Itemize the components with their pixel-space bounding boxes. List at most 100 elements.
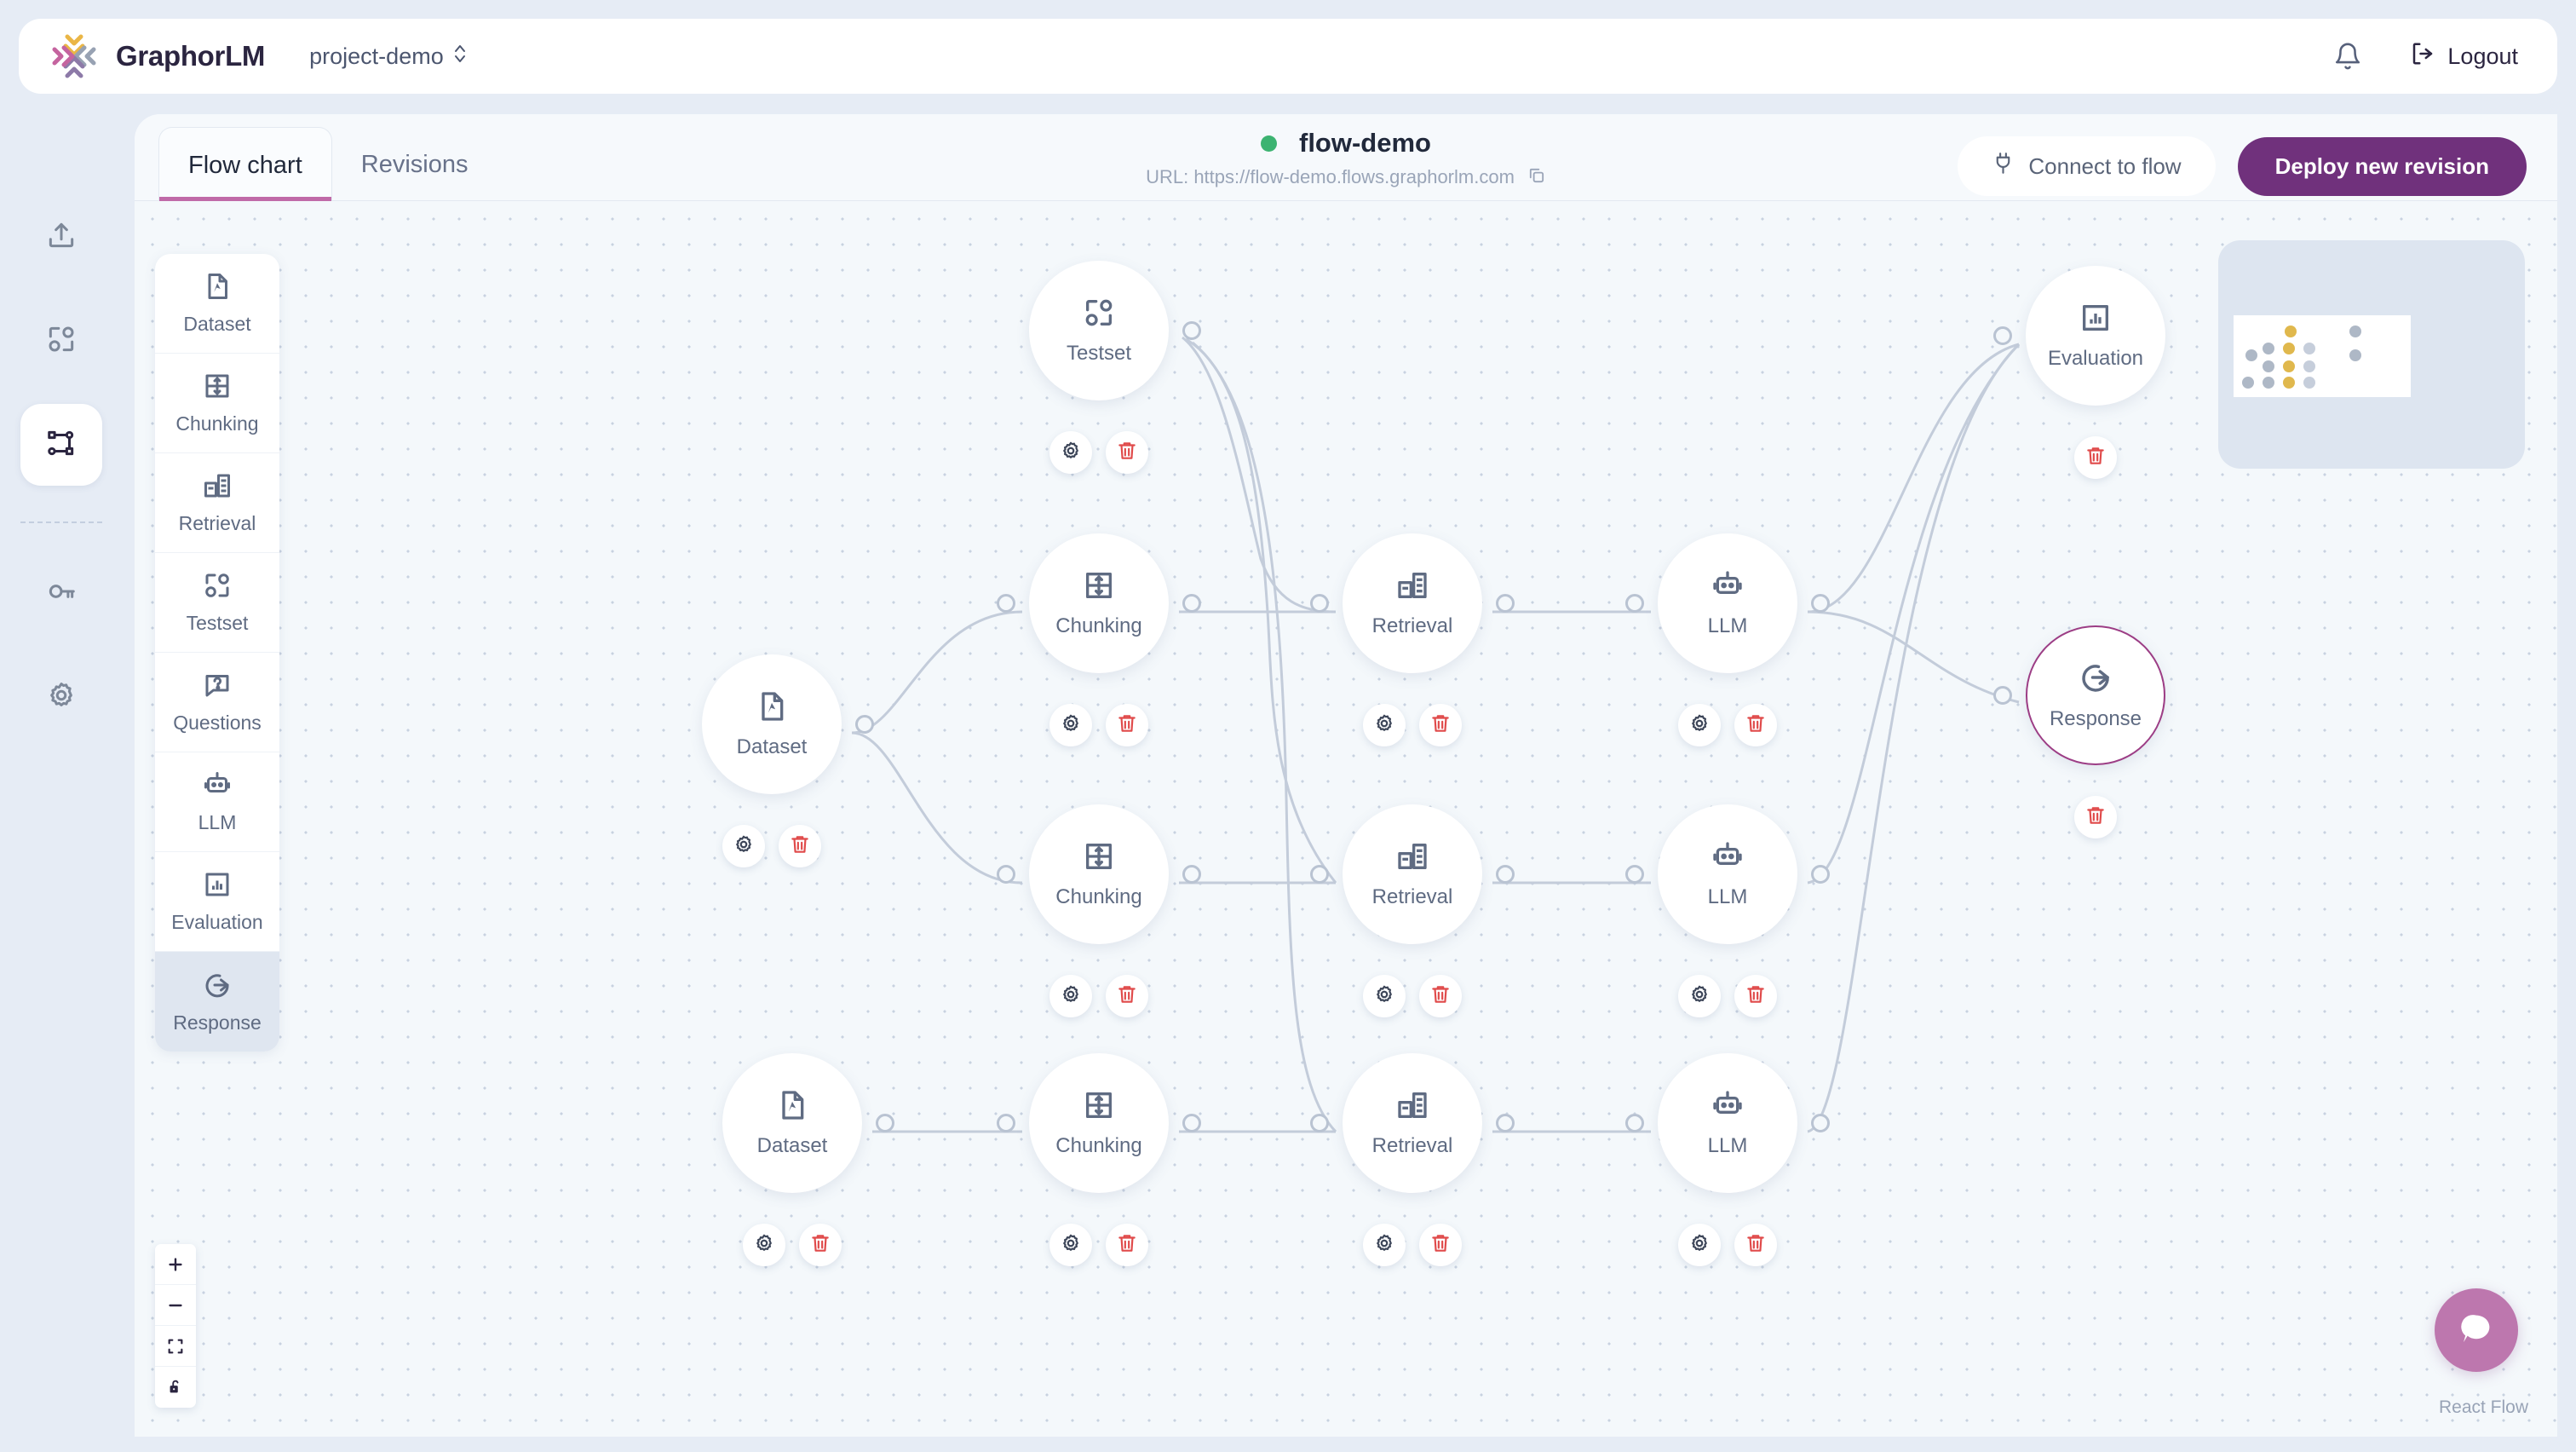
node-settings-button-dataset-1[interactable] bbox=[722, 825, 765, 867]
flow-node-dataset-1[interactable]: Dataset bbox=[702, 654, 842, 794]
node-actions-chunking-2 bbox=[1049, 975, 1148, 1017]
node-handle-source-dataset-2[interactable] bbox=[876, 1114, 894, 1132]
node-handle-target-chunking-2[interactable] bbox=[997, 865, 1015, 884]
node-settings-button-testset-1[interactable] bbox=[1049, 431, 1092, 474]
node-settings-button-llm-2[interactable] bbox=[1678, 975, 1721, 1017]
node-settings-button-retrieval-2[interactable] bbox=[1363, 975, 1406, 1017]
node-handle-target-retrieval-2[interactable] bbox=[1310, 865, 1329, 884]
node-delete-button-response-1[interactable] bbox=[2074, 796, 2117, 838]
palette-item-llm[interactable]: LLM bbox=[155, 752, 279, 852]
node-settings-button-llm-3[interactable] bbox=[1678, 1224, 1721, 1266]
palette-item-chunking[interactable]: Chunking bbox=[155, 354, 279, 453]
flow-node-chunking-2[interactable]: Chunking bbox=[1029, 804, 1169, 944]
node-settings-button-chunking-2[interactable] bbox=[1049, 975, 1092, 1017]
node-settings-button-chunking-3[interactable] bbox=[1049, 1224, 1092, 1266]
palette-item-testset[interactable]: Testset bbox=[155, 553, 279, 653]
node-handle-source-retrieval-1[interactable] bbox=[1496, 594, 1515, 613]
node-handle-target-llm-2[interactable] bbox=[1625, 865, 1644, 884]
flow-canvas[interactable]: Dataset Chunking bbox=[135, 201, 2557, 1437]
node-settings-button-retrieval-1[interactable] bbox=[1363, 704, 1406, 746]
tab-flow-chart[interactable]: Flow chart bbox=[158, 127, 332, 201]
sidebar-item-testset[interactable] bbox=[20, 300, 102, 382]
node-delete-button-retrieval-1[interactable] bbox=[1419, 704, 1462, 746]
node-settings-button-retrieval-3[interactable] bbox=[1363, 1224, 1406, 1266]
node-handle-source-chunking-1[interactable] bbox=[1182, 594, 1201, 613]
node-actions-retrieval-3 bbox=[1363, 1224, 1462, 1266]
node-delete-button-evaluation-1[interactable] bbox=[2074, 436, 2117, 479]
trash-icon bbox=[1429, 983, 1452, 1010]
node-handle-source-llm-1[interactable] bbox=[1811, 594, 1830, 613]
zoom-in-button[interactable] bbox=[155, 1244, 196, 1285]
node-handle-target-chunking-1[interactable] bbox=[997, 594, 1015, 613]
node-handle-source-llm-3[interactable] bbox=[1811, 1114, 1830, 1132]
node-delete-button-retrieval-2[interactable] bbox=[1419, 975, 1462, 1017]
flow-node-chunking-1[interactable]: Chunking bbox=[1029, 533, 1169, 673]
node-delete-button-testset-1[interactable] bbox=[1106, 431, 1148, 474]
node-handle-source-retrieval-2[interactable] bbox=[1496, 865, 1515, 884]
node-handle-source-dataset-1[interactable] bbox=[855, 715, 874, 734]
node-delete-button-retrieval-3[interactable] bbox=[1419, 1224, 1462, 1266]
node-delete-button-dataset-1[interactable] bbox=[779, 825, 821, 867]
sidebar-item-upload[interactable] bbox=[20, 196, 102, 278]
flow-node-testset-1[interactable]: Testset bbox=[1029, 261, 1169, 400]
flow-node-evaluation-1[interactable]: Evaluation bbox=[2026, 266, 2165, 406]
node-handle-target-chunking-3[interactable] bbox=[997, 1114, 1015, 1132]
fit-view-button[interactable] bbox=[155, 1326, 196, 1367]
testset-icon bbox=[1082, 296, 1116, 334]
logout-button[interactable]: Logout bbox=[2410, 41, 2518, 72]
node-delete-button-llm-3[interactable] bbox=[1734, 1224, 1777, 1266]
minimap[interactable] bbox=[2218, 240, 2525, 469]
flow-node-dataset-2[interactable]: Dataset bbox=[722, 1053, 862, 1193]
palette-item-evaluation[interactable]: Evaluation bbox=[155, 852, 279, 952]
node-handle-target-response-1[interactable] bbox=[1993, 686, 2012, 705]
llm-icon bbox=[1711, 1088, 1745, 1126]
palette-item-retrieval[interactable]: Retrieval bbox=[155, 453, 279, 553]
flow-node-retrieval-2[interactable]: Retrieval bbox=[1343, 804, 1482, 944]
zoom-out-button[interactable] bbox=[155, 1285, 196, 1326]
tab-revisions[interactable]: Revisions bbox=[332, 127, 497, 200]
palette-item-questions[interactable]: Questions bbox=[155, 653, 279, 752]
sidebar-item-api-keys[interactable] bbox=[20, 552, 102, 634]
project-selector[interactable]: project-demo bbox=[309, 43, 468, 71]
flow-node-llm-1[interactable]: LLM bbox=[1658, 533, 1797, 673]
flow-node-retrieval-1[interactable]: Retrieval bbox=[1343, 533, 1482, 673]
node-handle-source-retrieval-3[interactable] bbox=[1496, 1114, 1515, 1132]
trash-icon bbox=[2084, 445, 2107, 471]
palette-item-dataset[interactable]: Dataset bbox=[155, 254, 279, 354]
flow-node-llm-3[interactable]: LLM bbox=[1658, 1053, 1797, 1193]
node-delete-button-llm-2[interactable] bbox=[1734, 975, 1777, 1017]
node-delete-button-dataset-2[interactable] bbox=[799, 1224, 842, 1266]
node-handle-source-testset-1[interactable] bbox=[1182, 321, 1201, 340]
node-delete-button-llm-1[interactable] bbox=[1734, 704, 1777, 746]
node-handle-source-chunking-3[interactable] bbox=[1182, 1114, 1201, 1132]
connect-to-flow-button[interactable]: Connect to flow bbox=[1958, 136, 2216, 196]
node-handle-target-retrieval-3[interactable] bbox=[1310, 1114, 1329, 1132]
node-handle-target-retrieval-1[interactable] bbox=[1310, 594, 1329, 613]
node-delete-button-chunking-1[interactable] bbox=[1106, 704, 1148, 746]
node-handle-source-llm-2[interactable] bbox=[1811, 865, 1830, 884]
sidebar-item-settings[interactable] bbox=[20, 656, 102, 738]
flow-node-chunking-3[interactable]: Chunking bbox=[1029, 1053, 1169, 1193]
bell-icon[interactable] bbox=[2333, 42, 2362, 71]
lock-button[interactable] bbox=[155, 1367, 196, 1408]
flow-node-retrieval-3[interactable]: Retrieval bbox=[1343, 1053, 1482, 1193]
node-settings-button-chunking-1[interactable] bbox=[1049, 704, 1092, 746]
response-icon bbox=[2078, 660, 2113, 700]
node-handle-target-llm-3[interactable] bbox=[1625, 1114, 1644, 1132]
deploy-new-revision-button[interactable]: Deploy new revision bbox=[2237, 136, 2527, 196]
palette-item-response[interactable]: Response bbox=[155, 952, 279, 1052]
node-settings-button-llm-1[interactable] bbox=[1678, 704, 1721, 746]
chat-fab-button[interactable] bbox=[2435, 1288, 2518, 1372]
sidebar-item-flowchart[interactable] bbox=[20, 404, 102, 486]
minimap-viewport[interactable] bbox=[2234, 315, 2411, 397]
plug-icon bbox=[1992, 152, 2015, 181]
node-handle-target-evaluation-1[interactable] bbox=[1993, 326, 2012, 345]
node-handle-source-chunking-2[interactable] bbox=[1182, 865, 1201, 884]
copy-icon[interactable] bbox=[1527, 165, 1546, 189]
node-delete-button-chunking-2[interactable] bbox=[1106, 975, 1148, 1017]
flow-node-response-1[interactable]: Response bbox=[2026, 625, 2165, 765]
node-delete-button-chunking-3[interactable] bbox=[1106, 1224, 1148, 1266]
flow-node-llm-2[interactable]: LLM bbox=[1658, 804, 1797, 944]
node-handle-target-llm-1[interactable] bbox=[1625, 594, 1644, 613]
node-settings-button-dataset-2[interactable] bbox=[743, 1224, 785, 1266]
